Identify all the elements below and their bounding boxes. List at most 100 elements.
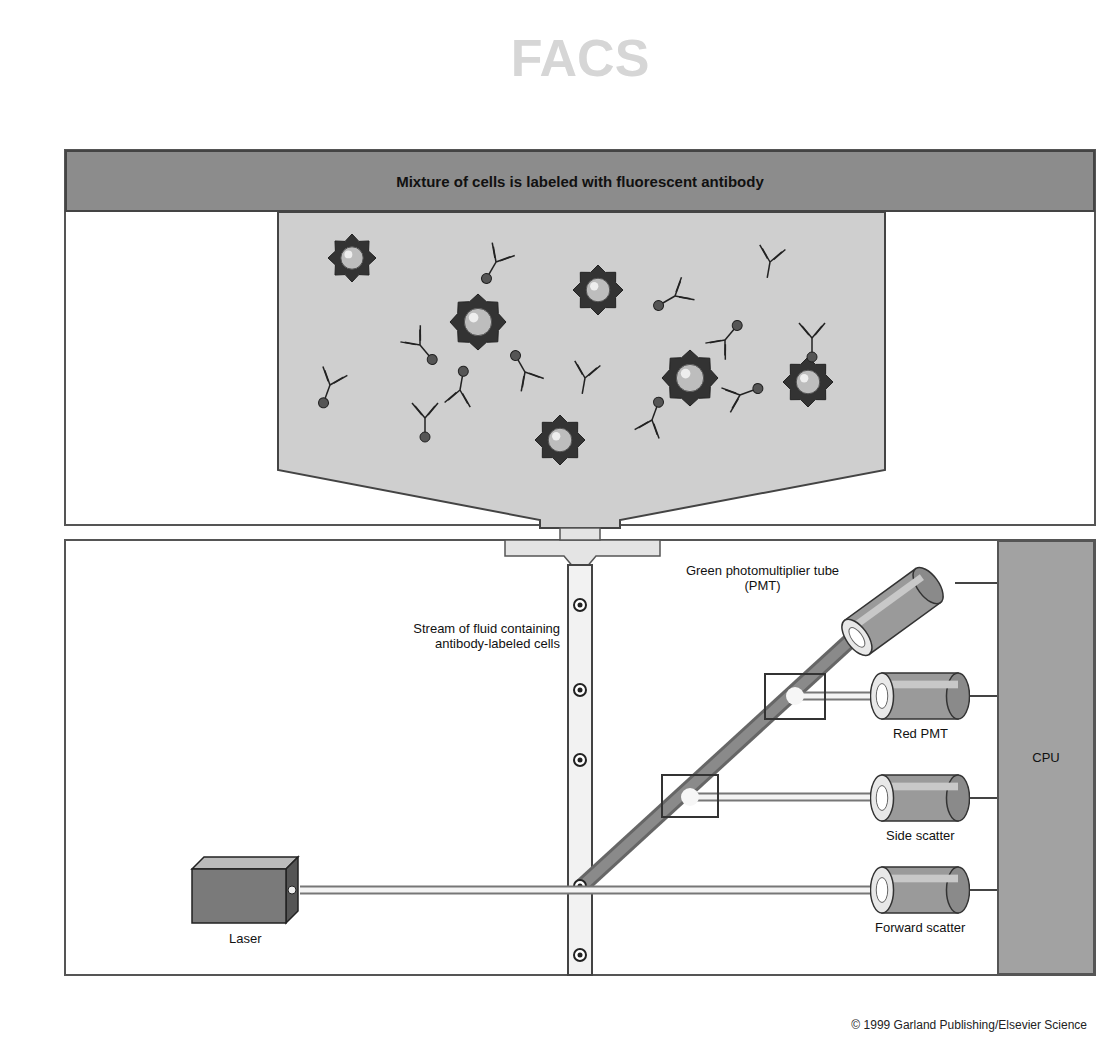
- cpu-label: CPU: [1032, 750, 1059, 765]
- laser: Laser: [190, 855, 300, 925]
- beam-splitter: [662, 775, 718, 817]
- stream-cell-core: [578, 688, 583, 693]
- red-pmt-shape: [870, 672, 970, 720]
- detector-label: Red PMT: [893, 726, 948, 741]
- antibody: [412, 403, 438, 442]
- antibody-arm: [635, 418, 649, 433]
- connector: [955, 582, 997, 583]
- laser-top: [192, 857, 298, 869]
- laser-beam-edge: [300, 886, 870, 895]
- cell-surface: [328, 234, 376, 282]
- cell-nucleus: [548, 428, 572, 452]
- filter-glow: [786, 687, 804, 705]
- stream-cell: [574, 754, 586, 766]
- antibody-arm: [588, 364, 600, 378]
- antibody-arm: [671, 277, 686, 292]
- tube-end: [946, 775, 969, 821]
- cell-highlight: [344, 250, 352, 258]
- laser-aperture: [288, 886, 296, 894]
- tube-end: [946, 867, 969, 913]
- connector: [970, 798, 997, 799]
- bottom-panel: [65, 540, 1095, 975]
- connector: [970, 696, 997, 697]
- antibody: [799, 323, 825, 362]
- cell-highlight: [469, 313, 479, 323]
- antibody-arm: [319, 366, 333, 381]
- cell-nucleus: [676, 364, 703, 391]
- antibody-arm: [718, 344, 733, 360]
- connector: [300, 890, 870, 891]
- signal-wire: [970, 797, 997, 799]
- cell-nucleus: [341, 247, 363, 269]
- antibody-arm: [412, 403, 422, 415]
- antibody: [721, 375, 767, 413]
- fluorophore: [480, 272, 494, 286]
- cells-group: [310, 234, 833, 961]
- cpu-bar: CPU: [997, 540, 1095, 975]
- green-pmt-tube: [836, 562, 949, 657]
- tube-window: [870, 775, 893, 821]
- antibody: [635, 393, 673, 439]
- antibody-arm: [650, 424, 664, 439]
- cell-surface: [573, 265, 623, 315]
- detector-label: Side scatter: [886, 828, 955, 843]
- antibody-arm: [582, 378, 585, 394]
- antibody-arm: [767, 262, 770, 278]
- splitter-glow: [681, 788, 699, 806]
- cell-nucleus: [796, 370, 820, 394]
- stream-cell-core: [578, 953, 583, 958]
- caption: © 1999 Garland Publishing/Elsevier Scien…: [851, 1018, 1087, 1032]
- laser-label: Laser: [229, 931, 262, 946]
- antibody: [502, 345, 544, 392]
- antibody-arm: [573, 361, 585, 375]
- red-beam: [795, 692, 872, 701]
- fluorophore: [425, 353, 439, 367]
- dichroic-filter: [765, 674, 825, 719]
- antibody-arm: [799, 323, 809, 335]
- cell-surface: [450, 294, 506, 350]
- header-text: Mixture of cells is labeled with fluores…: [396, 173, 764, 190]
- side-scatter-detector-shape: [870, 774, 970, 822]
- antibody: [473, 243, 515, 290]
- antibody-arm: [460, 393, 472, 407]
- antibody: [569, 361, 600, 396]
- forward-scatter-detector: Forward scatter: [870, 866, 970, 914]
- fluorophore: [509, 349, 523, 363]
- side-scatter-detector: Side scatter: [870, 774, 970, 822]
- antibody-arm: [727, 399, 742, 413]
- cell-nucleus: [586, 278, 610, 302]
- fluorophore: [807, 352, 817, 362]
- header-band: Mixture of cells is labeled with fluores…: [65, 150, 1095, 212]
- fluorophore: [652, 396, 665, 409]
- tube-end: [946, 673, 969, 719]
- laser-beam-core: [300, 888, 870, 893]
- cell-surface: [783, 357, 833, 407]
- tube-shine: [849, 574, 924, 631]
- antibody-arm: [413, 325, 428, 341]
- antibody: [648, 277, 695, 319]
- tube-lens: [876, 786, 888, 811]
- tube-window: [870, 867, 893, 913]
- fluorophore: [420, 432, 430, 442]
- antibody-arm: [529, 368, 544, 383]
- laser-shape: [190, 855, 300, 925]
- fluorophore: [317, 396, 330, 409]
- antibody: [445, 364, 477, 407]
- antibody-arm: [400, 335, 415, 351]
- green-pmt-shape: [830, 562, 955, 657]
- fluorescence-beam-core: [582, 636, 855, 886]
- laser-front: [192, 869, 286, 923]
- antibody-arm: [515, 376, 530, 391]
- antibody-arm: [334, 372, 348, 387]
- cell-surface: [662, 350, 718, 406]
- stream-cell: [574, 684, 586, 696]
- cell-highlight: [681, 369, 691, 379]
- signal-wire: [970, 695, 997, 697]
- diagram-title: FACS: [430, 28, 730, 88]
- tube-lens: [876, 684, 888, 709]
- antibody-arm: [721, 384, 736, 398]
- fluorophore: [730, 318, 744, 332]
- stream-label: Stream of fluid containing antibody-labe…: [400, 622, 560, 652]
- antibody: [310, 366, 348, 412]
- cell-highlight: [590, 282, 598, 290]
